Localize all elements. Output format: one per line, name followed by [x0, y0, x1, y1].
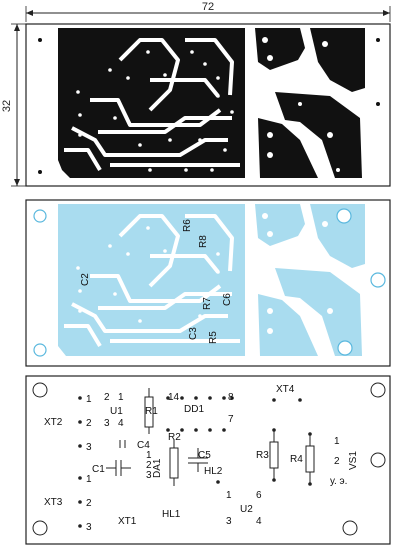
pin-xt3-1: 1: [86, 474, 92, 485]
pin-xt2-1: 1: [86, 394, 92, 405]
copper-label-r6: R6: [182, 219, 193, 232]
designator-u1: U1: [110, 406, 123, 417]
silkscreen-layer: XT4 XT2 XT3 XT1 U1 R1 DD1 C4 R2 C5 C1 DA…: [25, 375, 391, 545]
designator-xt2: XT2: [44, 417, 63, 428]
copper-label-c2: C2: [80, 273, 91, 286]
designator-c1: C1: [92, 464, 105, 475]
pin-u2-6: 6: [256, 490, 262, 501]
pin-xt3-3: 3: [86, 522, 92, 533]
pin-u1-2: 2: [104, 392, 110, 403]
pin-u1-1: 1: [118, 392, 124, 403]
designator-c4: C4: [137, 440, 150, 451]
pin-vs1-1: 1: [334, 436, 340, 447]
dimension-annotations: 72 32: [1, 1, 391, 187]
pin-xt2-2: 2: [86, 418, 92, 429]
pin-dd1-7: 7: [228, 414, 234, 425]
designator-hl1: HL1: [162, 509, 181, 520]
pin-u1-4: 4: [118, 418, 124, 429]
copper-label-r5: R5: [208, 331, 219, 344]
designator-uz: у. э.: [330, 476, 347, 487]
pin-u2-4: 4: [256, 516, 262, 527]
designator-xt1: XT1: [118, 516, 137, 527]
designator-r3: R3: [256, 450, 269, 461]
pin-da1-3: 3: [146, 470, 152, 481]
copper-layer-black: [25, 23, 391, 187]
designator-r4: R4: [290, 454, 303, 465]
pin-da1-1: 1: [146, 450, 152, 461]
designator-r2: R2: [168, 432, 181, 443]
pin-da1-2: 2: [146, 460, 152, 471]
designator-vs1: VS1: [348, 451, 359, 470]
pin-vs1-2: 2: [334, 456, 340, 467]
copper-label-c6: C6: [222, 293, 233, 306]
height-dimension-label: 32: [1, 100, 13, 112]
designator-dd1: DD1: [184, 404, 204, 415]
designator-xt4: XT4: [276, 384, 295, 395]
designator-r1: R1: [145, 406, 158, 417]
copper-label-r8: R8: [198, 235, 209, 248]
copper-label-r7: R7: [202, 297, 213, 310]
copper-layer-blue: R6 R8 C2 R7 C6 C3 R5: [25, 199, 391, 367]
designator-u2: U2: [240, 504, 253, 515]
width-dimension-label: 72: [202, 1, 214, 13]
pin-dd1-8: 8: [228, 392, 234, 403]
pin-xt3-2: 2: [86, 498, 92, 509]
pin-dd1-14: 14: [168, 392, 180, 403]
designator-hl2: HL2: [204, 466, 223, 477]
designator-xt3: XT3: [44, 497, 63, 508]
designator-da1: DA1: [152, 458, 163, 478]
pin-xt2-3: 3: [86, 442, 92, 453]
designator-c5: C5: [198, 450, 211, 461]
pin-u2-3: 3: [226, 516, 232, 527]
pin-u1-3: 3: [104, 418, 110, 429]
pin-u2-1: 1: [226, 490, 232, 501]
copper-label-c3: C3: [188, 327, 199, 340]
